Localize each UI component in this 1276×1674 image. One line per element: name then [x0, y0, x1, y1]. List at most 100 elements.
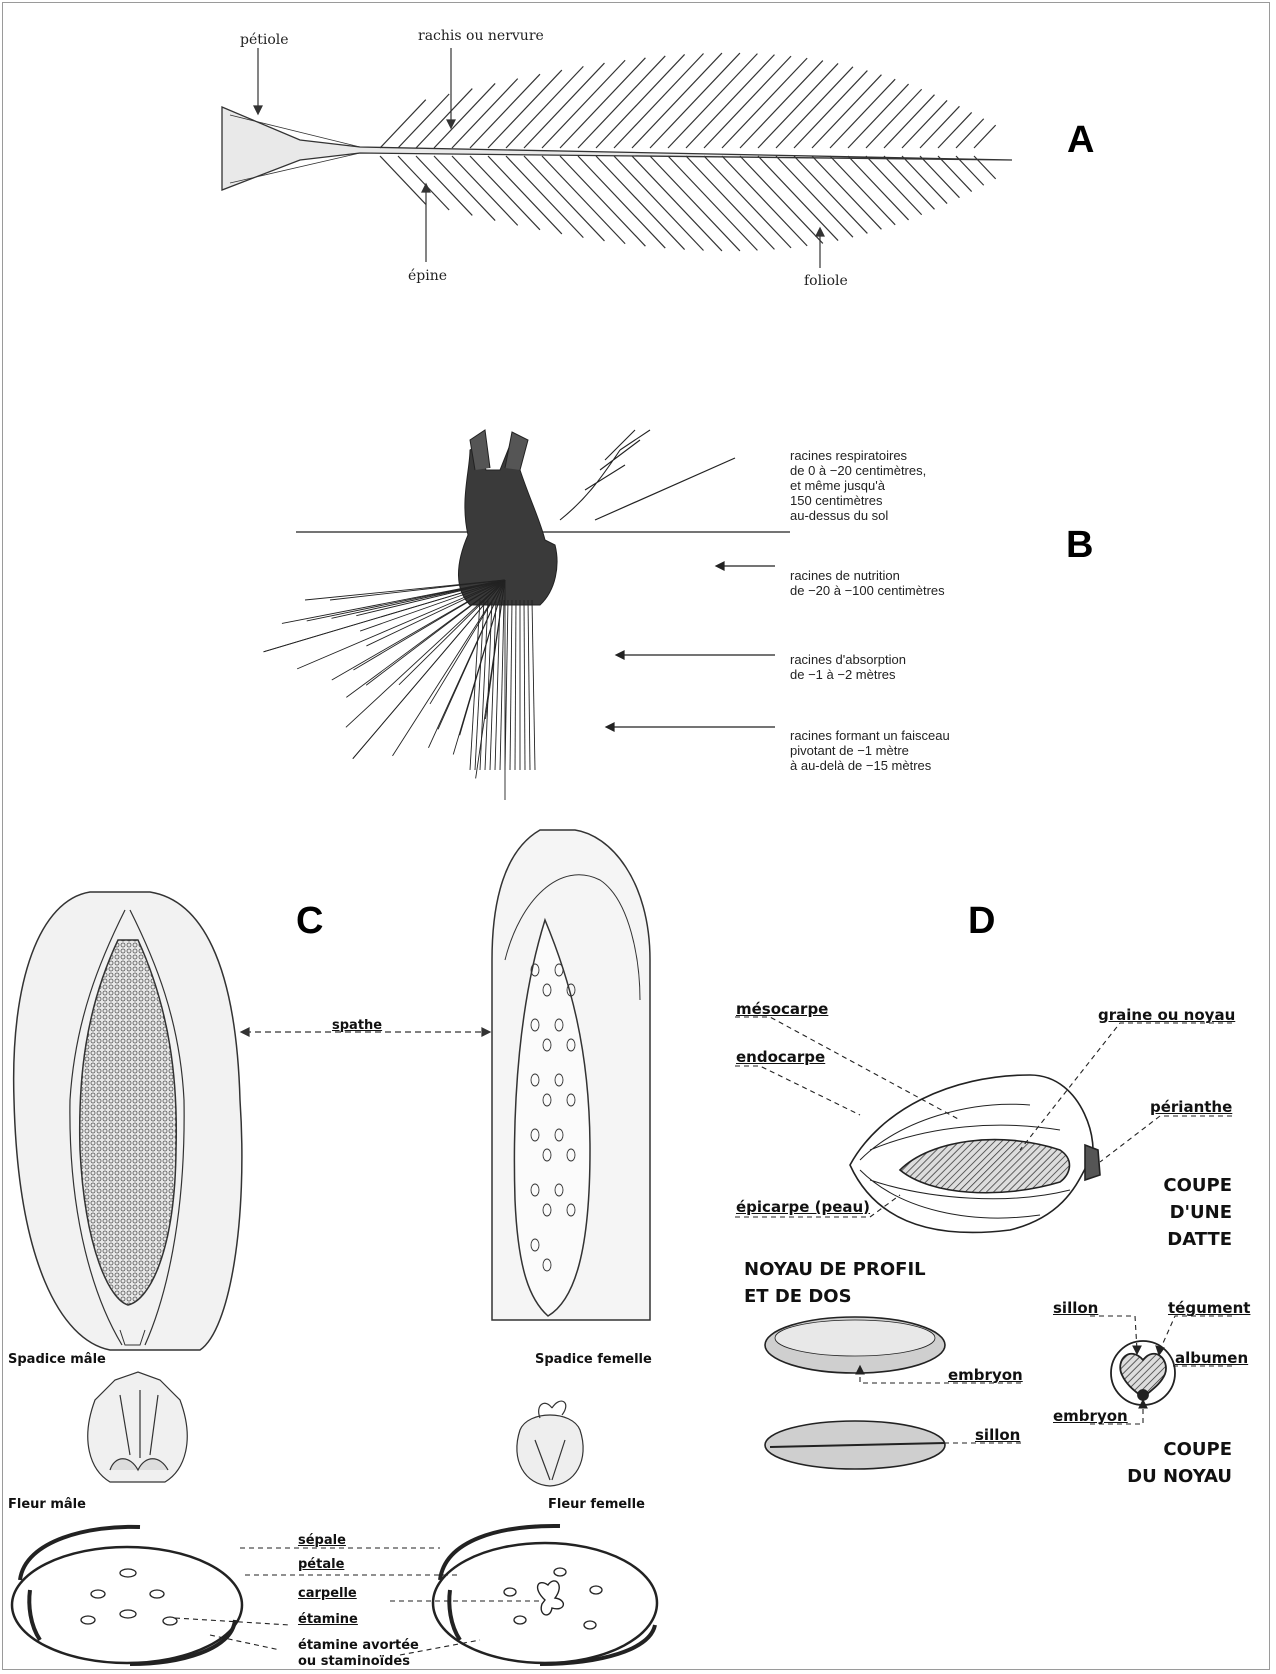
leaflet: [902, 156, 947, 204]
leaflet: [452, 156, 518, 225]
label-foliole: foliole: [804, 273, 848, 289]
leaflet: [434, 156, 495, 221]
label-racines-absorption: racines d'absorption de −1 à −2 mètres: [790, 652, 906, 682]
leaflet: [614, 54, 704, 148]
leaflet: [956, 119, 984, 148]
tap-root: [532, 600, 535, 770]
label-epicarpe: épicarpe (peau): [736, 1198, 870, 1216]
seed-cross-section-drawing: [1111, 1341, 1175, 1405]
leaflet: [470, 74, 540, 148]
leaflet: [686, 55, 774, 148]
leaflet: [974, 125, 996, 148]
label-embryon-coupe: embryon: [1053, 1407, 1128, 1425]
label-tegument: tégument: [1168, 1299, 1250, 1317]
leaflet: [722, 156, 807, 246]
leaflet: [560, 58, 645, 148]
leaflet: [596, 54, 685, 148]
root-system-drawing: [264, 430, 790, 800]
leaflet: [596, 156, 685, 250]
leaflet: [848, 156, 909, 220]
leaflet: [938, 112, 972, 148]
label-racines-respiratoires: racines respiratoires de 0 à −20 centimè…: [790, 448, 926, 523]
leaflet: [938, 156, 972, 192]
tap-root: [528, 600, 530, 770]
leaflet: [614, 156, 704, 250]
leaflet: [722, 58, 807, 148]
leaflet: [794, 71, 867, 148]
leaflet: [650, 156, 740, 251]
leaflet: [416, 89, 472, 148]
leaflet: [812, 156, 881, 229]
label-endocarpe: endocarpe: [736, 1048, 825, 1066]
tap-root: [495, 600, 500, 770]
leaflet: [452, 79, 518, 148]
label-fleur-femelle: Fleur femelle: [548, 1497, 645, 1512]
leaflet: [668, 156, 757, 250]
leaflet: [542, 156, 625, 244]
leaflet: [740, 156, 823, 243]
label-racines-faisceau: racines formant un faisceau pivotant de …: [790, 728, 950, 773]
leaflet: [560, 156, 645, 246]
leaflet: [434, 83, 495, 148]
leaflet: [686, 156, 774, 249]
leaflet: [416, 156, 472, 215]
leaflet: [866, 156, 922, 215]
leaflet: [488, 70, 562, 148]
leaflet: [794, 156, 867, 233]
panel-letter-a: A: [1067, 119, 1094, 162]
leaflet: [740, 61, 823, 148]
label-etamine: étamine: [298, 1612, 358, 1627]
label-sillon-coupe: sillon: [1053, 1299, 1098, 1317]
leaflet: [578, 56, 665, 148]
label-sillon-dos: sillon: [975, 1426, 1020, 1444]
male-spadix-drawing: [14, 892, 242, 1350]
leaflet: [902, 100, 947, 148]
label-petiole: pétiole: [240, 32, 289, 48]
panel-letter-d: D: [968, 900, 995, 943]
leaflet: [524, 63, 604, 148]
label-graine-noyau: graine ou noyau: [1098, 1006, 1235, 1024]
tap-root: [505, 600, 508, 770]
label-spadice-male: Spadice mâle: [8, 1352, 106, 1367]
tap-root: [510, 600, 512, 770]
label-carpelle: carpelle: [298, 1586, 357, 1601]
leaflet: [542, 60, 625, 148]
label-epine: épine: [408, 268, 447, 284]
leaflet: [470, 156, 540, 230]
tap-root: [500, 600, 504, 770]
male-flower-drawing: [88, 1372, 187, 1482]
label-mesocarpe: mésocarpe: [736, 1000, 828, 1018]
leaflet: [758, 156, 838, 241]
leaflet: [650, 53, 740, 148]
leaflet: [920, 106, 959, 148]
leaflet: [632, 156, 722, 251]
leaflet: [380, 100, 426, 148]
root: [366, 580, 505, 685]
leaflet: [488, 156, 562, 234]
leaflet: [632, 53, 722, 148]
leaflet: [830, 79, 895, 148]
label-noyau-profil: NOYAU DE PROFIL ET DE DOS: [744, 1256, 926, 1310]
label-etamine-avortee: étamine avortée: [298, 1638, 419, 1653]
label-coupe-datte: COUPE D'UNE DATTE: [1102, 1172, 1232, 1253]
leaflet: [848, 84, 909, 148]
label-embryon-profil: embryon: [948, 1366, 1023, 1384]
label-petale: pétale: [298, 1557, 344, 1572]
palm-frond-drawing: [222, 53, 1012, 251]
female-floral-diagram: [433, 1526, 657, 1664]
label-coupe-noyau: COUPE DU NOYAU: [1120, 1436, 1232, 1490]
label-rachis: rachis ou nervure: [418, 28, 544, 44]
leaflet: [524, 156, 604, 241]
tap-root: [470, 600, 480, 770]
label-staminoides: ou staminoïdes: [298, 1654, 410, 1669]
leaflet: [704, 156, 791, 248]
label-racines-nutrition: racines de nutrition de −20 à −100 centi…: [790, 568, 945, 598]
panel-letter-c: C: [296, 900, 323, 943]
label-perianthe: périanthe: [1150, 1098, 1232, 1116]
female-spadix-drawing: [492, 830, 650, 1320]
leaflet: [830, 156, 895, 225]
leaflet: [380, 156, 426, 204]
panel-letter-b: B: [1066, 524, 1093, 567]
male-floral-diagram: [12, 1527, 242, 1664]
root: [297, 580, 505, 669]
